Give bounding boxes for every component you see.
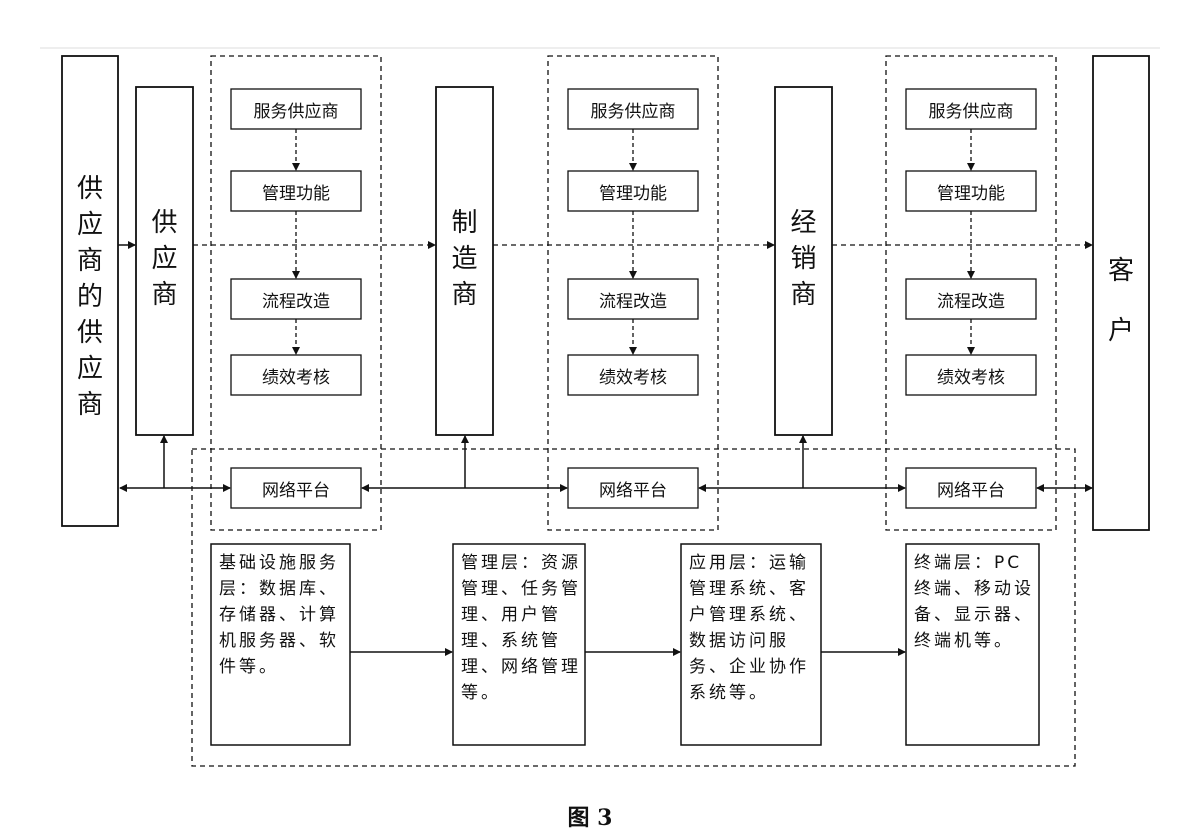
entity-char: 供 xyxy=(76,174,103,204)
item-box xyxy=(905,278,1037,320)
entity-char: 客 xyxy=(1107,256,1134,286)
entity-box-distributor xyxy=(774,86,833,436)
service-item-label: 管理功能 xyxy=(937,183,1005,204)
network-platform-label: 网络平台 xyxy=(937,480,1005,501)
item-box xyxy=(905,354,1037,396)
item-box xyxy=(905,170,1037,212)
entity-box-supplier-of-supplier xyxy=(61,55,119,527)
entity-supplier-label: 供应商 xyxy=(136,205,193,313)
entity-char: 供 xyxy=(76,318,103,348)
platform-box xyxy=(905,467,1037,509)
entity-char: 应 xyxy=(151,244,178,274)
entity-char: 商 xyxy=(76,390,103,420)
platform-connections xyxy=(119,435,1093,492)
service-item-label: 管理功能 xyxy=(599,183,667,204)
service-item-label: 流程改造 xyxy=(599,291,667,312)
layer-application-text: 应用层：运输管理系统、客户管理系统、数据访问服务、企业协作系统等。 xyxy=(689,553,809,703)
layer-box-terminal xyxy=(905,543,1040,746)
item-box xyxy=(230,88,362,130)
entity-char: 供 xyxy=(151,208,178,238)
entity-char: 销 xyxy=(790,244,817,274)
entity-box-manufacturer xyxy=(435,86,494,436)
service-item-label: 绩效考核 xyxy=(262,367,330,388)
service-item-label: 绩效考核 xyxy=(599,367,667,388)
entity-char: 经 xyxy=(790,208,817,238)
service-group-box-1 xyxy=(210,55,382,531)
entity-char: 商 xyxy=(790,280,817,310)
entity-supplier-of-supplier-label: 供应商的供应商 xyxy=(62,171,118,423)
item-box xyxy=(230,170,362,212)
entity-box-customer xyxy=(1092,55,1150,531)
service-item-label: 流程改造 xyxy=(937,291,1005,312)
entity-char: 商 xyxy=(451,280,478,310)
entity-char: 户 xyxy=(1107,316,1134,346)
entity-customer-label: 客户 xyxy=(1093,241,1149,361)
layer-box-infrastructure xyxy=(210,543,351,746)
entity-char: 的 xyxy=(76,282,103,312)
entity-char: 造 xyxy=(451,244,478,274)
service-item-label: 服务供应商 xyxy=(590,101,676,122)
group-internal-arrows xyxy=(292,129,975,355)
figure-caption: 图 3 xyxy=(567,805,613,831)
layer-management-text: 管理层：资源管理、任务管理、用户管理、系统管理、网络管理等。 xyxy=(461,553,581,703)
service-group-box-2 xyxy=(547,55,719,531)
item-box xyxy=(230,278,362,320)
item-box xyxy=(567,278,699,320)
entity-distributor-label: 经销商 xyxy=(775,205,832,313)
layer-infrastructure-text: 基础设施服务层：数据库、存储器、计算机服务器、软件等。 xyxy=(219,553,339,677)
item-box xyxy=(567,170,699,212)
item-box xyxy=(567,354,699,396)
entity-char: 制 xyxy=(451,208,478,238)
entity-char: 应 xyxy=(76,210,103,240)
layer-box-management xyxy=(452,543,586,746)
layer-box-application xyxy=(680,543,822,746)
entity-char: 商 xyxy=(151,280,178,310)
platform-layer-box xyxy=(191,448,1076,767)
service-item-label: 管理功能 xyxy=(262,183,330,204)
platform-box xyxy=(567,467,699,509)
network-platform-label: 网络平台 xyxy=(599,480,667,501)
network-platform-label: 网络平台 xyxy=(262,480,330,501)
entity-char: 商 xyxy=(76,246,103,276)
service-item-label: 绩效考核 xyxy=(937,367,1005,388)
layer-terminal-text: 终端层：PC终端、移动设备、显示器、终端机等。 xyxy=(914,553,1034,651)
item-box xyxy=(230,354,362,396)
service-item-label: 服务供应商 xyxy=(928,101,1014,122)
entity-char: 应 xyxy=(76,354,103,384)
service-item-label: 流程改造 xyxy=(262,291,330,312)
entity-manufacturer-label: 制造商 xyxy=(436,205,493,313)
item-box xyxy=(567,88,699,130)
item-box xyxy=(905,88,1037,130)
service-group-box-3 xyxy=(885,55,1057,531)
service-item-label: 服务供应商 xyxy=(253,101,339,122)
